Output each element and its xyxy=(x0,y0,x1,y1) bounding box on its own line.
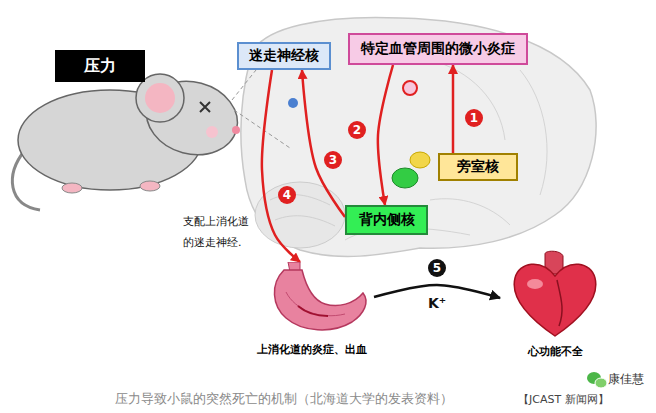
node-label: 上消化道的炎症、出血 xyxy=(257,342,367,357)
figure-caption: 压力导致小鼠的突然死亡的机制（北海道大学的发表资料） xyxy=(115,390,453,408)
source-mark: 【JCAST 新闻网】 xyxy=(518,392,609,407)
brain-fold xyxy=(275,216,335,226)
brain-fold xyxy=(430,199,510,225)
callout-number: 5 xyxy=(428,259,446,277)
stomach-figure-picture xyxy=(250,262,374,338)
heart-figure-picture xyxy=(505,248,605,340)
stomach-figure: 上消化道的炎症、出血 xyxy=(250,262,374,357)
arrow-connector xyxy=(452,65,455,153)
paraventricular-region xyxy=(410,152,430,168)
nerve-note: 支配上消化道 的迷走神经. xyxy=(183,212,255,254)
arrow-connector xyxy=(302,70,345,217)
stomach-fold xyxy=(286,292,345,316)
callout-number: 1 xyxy=(465,109,483,127)
mouse-nose xyxy=(232,126,240,134)
callout-number: 2 xyxy=(348,121,366,139)
stress-box: 压力 xyxy=(55,50,145,82)
nucleus-box: 旁室核 xyxy=(438,153,518,181)
node-label: 压力 xyxy=(84,56,116,77)
arrow-connector xyxy=(262,70,300,262)
brain-fold xyxy=(520,70,547,195)
stomach-shape xyxy=(274,270,366,330)
brain-fold xyxy=(430,60,505,140)
vagal-nucleus-dot xyxy=(288,98,298,108)
nucleus-box: 迷走神经核 xyxy=(237,42,331,70)
node-label: 特定血管周围的微小炎症 xyxy=(361,40,515,58)
node-label: 心功能不全 xyxy=(528,344,583,359)
mouse-ear-inner xyxy=(145,83,175,113)
node-label: 迷走神经核 xyxy=(249,47,319,65)
node-label: 旁室核 xyxy=(457,158,499,176)
wechat-icon xyxy=(595,378,607,388)
heart-highlight xyxy=(527,279,543,289)
mouse-foot xyxy=(140,181,160,191)
edge-label: K⁺ xyxy=(426,295,448,311)
callout-number: 3 xyxy=(324,151,342,169)
bleeding-spot xyxy=(298,306,328,316)
nucleus-box: 背内侧核 xyxy=(345,205,428,235)
arrow-connector xyxy=(378,65,393,205)
mouse-cheek xyxy=(206,126,218,138)
inflammation-box: 特定血管周围的微小炎症 xyxy=(348,33,528,65)
callout-number: 4 xyxy=(278,186,296,204)
mouse-foot xyxy=(62,183,82,193)
node-label: 背内侧核 xyxy=(359,211,415,229)
heart-vessel xyxy=(557,280,562,326)
brain-outline xyxy=(241,17,596,256)
mouse-x-eye xyxy=(200,102,210,112)
watermark: 康佳慧 xyxy=(608,371,644,388)
dorsomedial-region xyxy=(392,168,418,188)
heart-shape xyxy=(514,264,595,336)
heart-figure: 心功能不全 xyxy=(500,248,610,359)
inflammation-spot xyxy=(403,81,417,95)
